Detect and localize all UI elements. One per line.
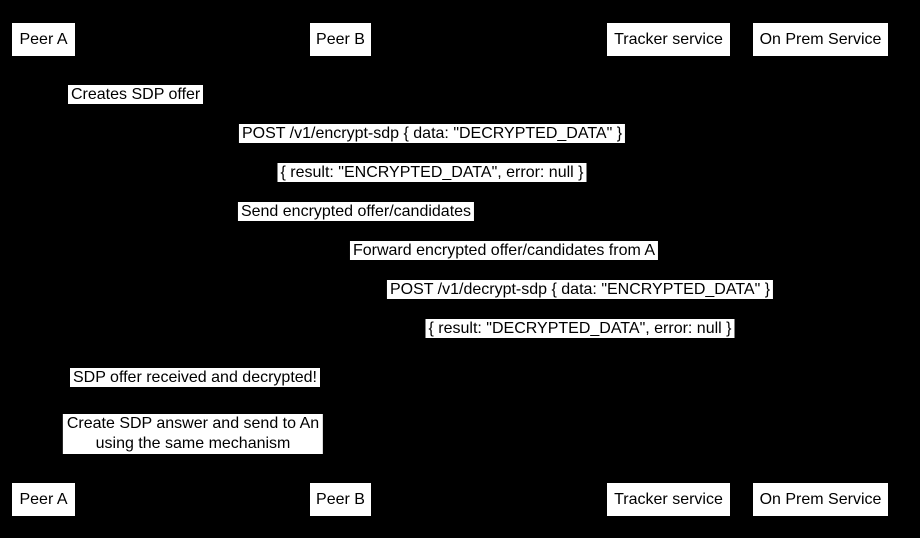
arrow-offer-received bbox=[43, 391, 340, 392]
arrow-post-encrypt-sdp bbox=[43, 147, 820, 148]
lifeline-peer-a bbox=[43, 57, 44, 482]
participant-tracker-bottom: Tracker service bbox=[606, 482, 731, 517]
lifeline-peer-b bbox=[340, 57, 341, 482]
arrow-post-decrypt-sdp bbox=[340, 303, 820, 304]
lifeline-on-prem bbox=[820, 57, 821, 482]
arrow-send-encrypted-offer bbox=[43, 225, 668, 226]
message-post-decrypt-sdp: POST /v1/decrypt-sdp { data: "ENCRYPTED_… bbox=[386, 280, 774, 299]
message-forward-encrypted-offer: Forward encrypted offer/candidates from … bbox=[349, 241, 659, 260]
message-create-sdp-answer: Create SDP answer and send to An using t… bbox=[62, 414, 324, 454]
message-decrypt-result: { result: "DECRYPTED_DATA", error: null … bbox=[425, 319, 735, 338]
participant-on-prem-bottom: On Prem Service bbox=[752, 482, 889, 517]
lifeline-tracker bbox=[668, 57, 669, 482]
message-creates-sdp-offer: Creates SDP offer bbox=[68, 85, 204, 104]
arrow-creates-sdp-offer bbox=[43, 108, 93, 109]
message-create-sdp-answer-line2: using the same mechanism bbox=[95, 435, 291, 452]
message-encrypt-result: { result: "ENCRYPTED_DATA", error: null … bbox=[277, 163, 587, 182]
participant-on-prem-top: On Prem Service bbox=[752, 22, 889, 57]
participant-peer-a-bottom: Peer A bbox=[11, 482, 76, 517]
arrow-decrypt-result bbox=[340, 342, 820, 343]
arrow-forward-encrypted-offer bbox=[340, 264, 668, 265]
participant-peer-b-bottom: Peer B bbox=[309, 482, 372, 517]
participant-tracker-top: Tracker service bbox=[606, 22, 731, 57]
message-create-sdp-answer-line1: Create SDP answer and send to An bbox=[66, 415, 320, 432]
message-post-encrypt-sdp: POST /v1/encrypt-sdp { data: "DECRYPTED_… bbox=[238, 124, 626, 143]
participant-peer-b-top: Peer B bbox=[309, 22, 372, 57]
message-send-encrypted-offer: Send encrypted offer/candidates bbox=[237, 202, 475, 221]
message-offer-received: SDP offer received and decrypted! bbox=[70, 368, 320, 387]
arrow-encrypt-result bbox=[43, 186, 820, 187]
arrow-create-sdp-answer bbox=[43, 458, 340, 459]
participant-peer-a-top: Peer A bbox=[11, 22, 76, 57]
